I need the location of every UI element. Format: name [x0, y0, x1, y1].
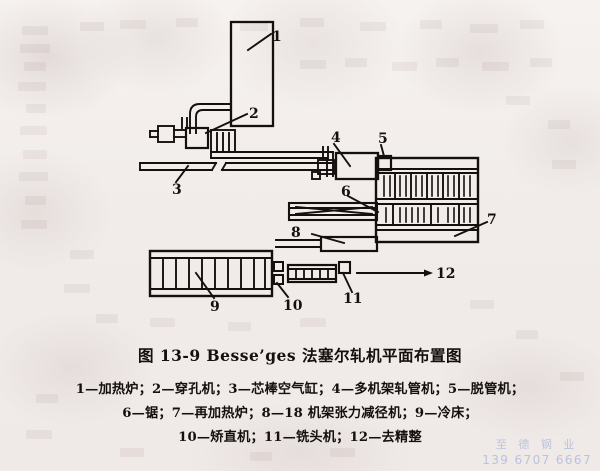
callout-label-12: 12	[436, 266, 455, 282]
callout-label-7: 7	[487, 212, 497, 228]
figure-legend-line-1: 1—加热炉；2—穿孔机；3—芯棒空气缸；4—多机架轧管机；5—脱管机；	[75, 382, 525, 397]
straightener-roll-cells	[295, 268, 329, 280]
callout-label-4: 4	[331, 130, 341, 146]
callout-label-2: 2	[249, 106, 259, 122]
reheating-furnace-outline	[374, 156, 480, 244]
callout-leader-6	[346, 194, 380, 214]
straightener-roll-train	[286, 263, 338, 284]
callout-label-9: 9	[210, 299, 220, 315]
piercing-mill-body	[184, 126, 210, 150]
cooling-bed-rake-bars	[162, 259, 266, 289]
stretch-reducing-mill-body	[319, 235, 379, 253]
callout-label-6: 6	[341, 184, 351, 200]
callout-leader-1	[246, 32, 273, 52]
furnace-outfeed-pipe-inner	[195, 109, 232, 134]
end-milling-machine-body	[337, 260, 352, 275]
callout-label-8: 8	[291, 225, 301, 241]
figure-title: 图 13-9 Besse’ges 法塞尔轧机平面布置图	[137, 346, 463, 365]
furnace-outfeed-pipe-outer	[189, 103, 232, 134]
straightener-box-upper	[273, 261, 284, 272]
heating-furnace-shape	[229, 20, 275, 128]
saw-blade-diag-b	[294, 205, 374, 216]
callout-leader-9	[194, 271, 216, 300]
callout-label-11: 11	[343, 291, 362, 307]
callout-leader-8	[310, 232, 346, 245]
conveyor-to-mill-inner	[210, 157, 328, 177]
furnace-lower-beam-ticks	[385, 207, 471, 223]
callout-leader-7	[453, 220, 489, 238]
straightener-box-lower	[273, 274, 284, 285]
conveyor-to-mill-outer	[210, 151, 334, 177]
furnace-upper-row-dividers	[394, 172, 460, 200]
mandrel-air-cylinder-left	[139, 161, 218, 172]
figure-legend-line-3: 10—矫直机；11—铣头机；12—去精整	[178, 430, 422, 445]
mandrel-carriage	[317, 159, 335, 175]
mandrel-stop-block	[311, 171, 321, 180]
to-finishing-arrow-head	[424, 269, 433, 277]
furnace-lower-row-dividers	[392, 203, 460, 226]
callout-leader-5	[379, 143, 386, 158]
figure-legend-line-2: 6—锯；7—再加热炉；8—18 机架张力减径机；9—冷床；	[122, 406, 478, 421]
callout-leader-11	[341, 271, 354, 294]
callout-label-1: 1	[272, 29, 282, 45]
callout-leader-3	[174, 164, 190, 184]
callout-leader-4	[332, 142, 352, 168]
piercer-drive-box	[157, 125, 175, 143]
cooling-bed-outline	[148, 249, 274, 298]
callout-label-10: 10	[283, 298, 303, 314]
callout-label-3: 3	[172, 182, 182, 198]
furnace-upper-beam-ticks	[383, 175, 471, 197]
mandrel-air-cylinder-right	[220, 161, 333, 172]
callout-leader-10	[275, 281, 290, 299]
callout-label-5: 5	[378, 131, 388, 147]
